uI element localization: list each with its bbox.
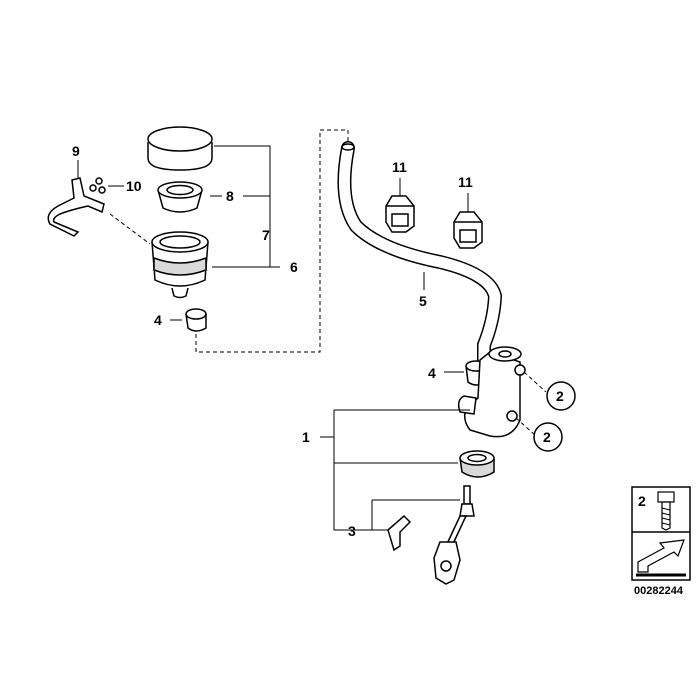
push-rod: [433, 485, 475, 585]
callout-9: 9: [72, 143, 80, 159]
cylinder-seal: [459, 450, 495, 478]
bracket-alignment-line: [109, 213, 151, 245]
callout-2-upper: 2: [546, 381, 576, 411]
diaphragm: [157, 181, 203, 213]
bolt-line-upper: [523, 371, 547, 393]
callout-7: 7: [262, 227, 270, 243]
leader-3: [364, 499, 460, 531]
reservoir-leaders: [210, 145, 280, 268]
callout-11-left: 11: [392, 159, 407, 175]
callout-2-upper-label: 2: [556, 388, 564, 404]
callout-4-right: 4: [428, 365, 436, 381]
callout-6: 6: [290, 259, 298, 275]
callout-8: 8: [226, 188, 234, 204]
arrow-icon: [636, 539, 686, 577]
hose-clip-left: [385, 195, 415, 233]
reservoir-body: [151, 231, 209, 299]
callout-2-lower: 2: [533, 422, 563, 452]
callout-3: 3: [348, 523, 356, 539]
hose-routing-line: [195, 129, 349, 353]
reservoir-cap: [147, 126, 213, 171]
rod-clip: [387, 514, 412, 552]
bolt-icon: [657, 491, 675, 531]
callout-11-right: 11: [458, 174, 473, 190]
fluid-hose: [337, 141, 503, 367]
callout-2-lower-label: 2: [543, 429, 551, 445]
bolt-line-lower: [515, 417, 537, 437]
callout-4-left: 4: [154, 312, 162, 328]
reservoir-bracket: [47, 177, 105, 237]
legend-item-number: 2: [638, 493, 646, 509]
bracket-screws: [89, 177, 106, 194]
leader-1: [320, 409, 470, 531]
legend-box: 2 00282244: [631, 486, 691, 597]
hose-clamp-left: [185, 308, 207, 332]
slave-cylinder: [457, 346, 526, 438]
callout-5: 5: [419, 293, 427, 309]
document-number: 00282244: [634, 585, 684, 597]
callout-1: 1: [302, 429, 310, 445]
hose-clip-right: [453, 211, 483, 249]
callout-10: 10: [126, 178, 142, 194]
